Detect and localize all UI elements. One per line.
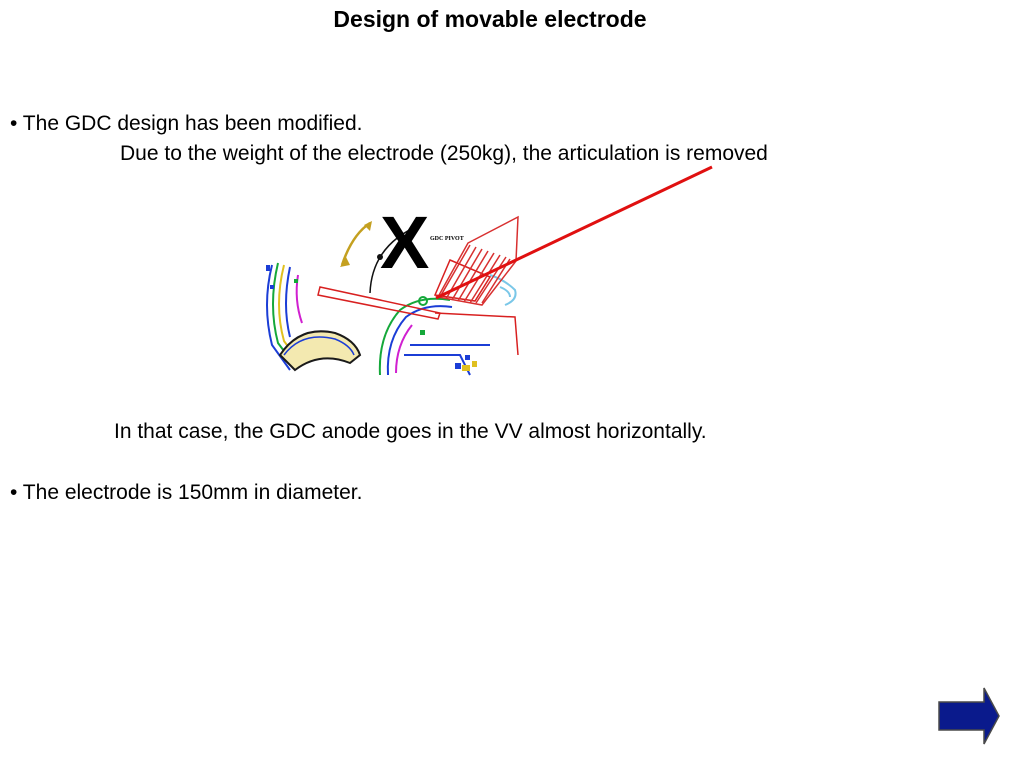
right-arrow-icon [938,687,1000,745]
removed-articulation-x-mark: X [380,201,430,284]
bullet-electrode-diameter: • The electrode is 150mm in diameter. [10,481,363,504]
next-slide-button[interactable] [936,686,1002,746]
subtext-articulation-removed: Due to the weight of the electrode (250k… [120,142,768,165]
drawing-pivot-label: GDC PIVOT [430,236,464,242]
bullet-gdc-modified: • The GDC design has been modified. [10,112,363,135]
slide-title: Design of movable electrode [333,6,647,32]
subtext-anode-horizontal: In that case, the GDC anode goes in the … [114,420,707,443]
